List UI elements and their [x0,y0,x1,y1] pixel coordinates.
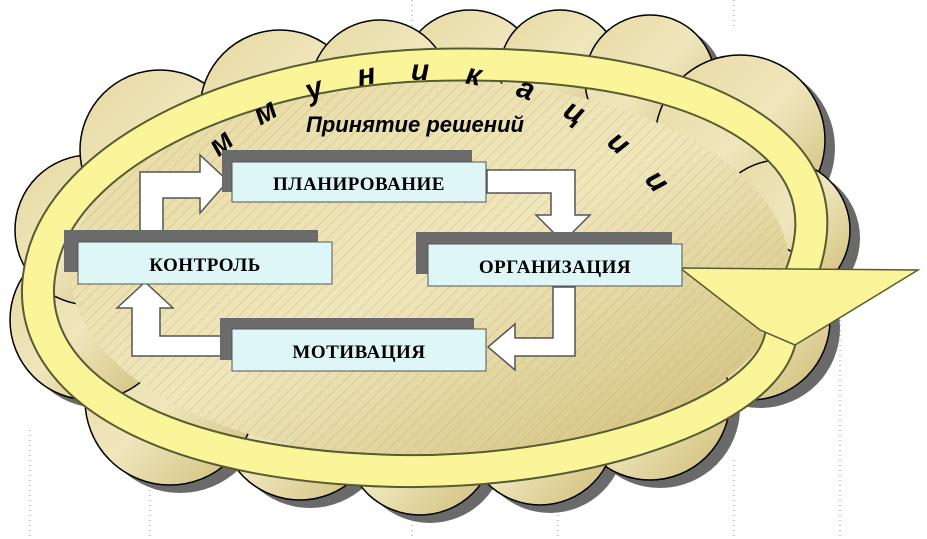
box-control-label: КОНТРОЛЬ [149,255,261,276]
box-organization: ОРГАНИЗАЦИЯ [416,232,683,287]
communication-ring [21,47,921,489]
box-motivation: МОТИВАЦИЯ [220,318,487,372]
arrow-control-to-planning [139,153,230,243]
guide-lines [29,0,841,539]
ring-arrowhead [677,267,921,346]
outer-label-letter: н [354,57,378,93]
arrow-organization-to-motivation [486,286,576,372]
outer-label-letter: и [411,54,429,87]
box-motivation-label: МОТИВАЦИЯ [292,342,425,363]
arrow-motivation-to-control [115,280,231,357]
arrow-planning-to-organization [486,169,592,244]
cycle-arrows [115,153,592,372]
center-label: Принятие решений [306,112,524,137]
box-control: КОНТРОЛЬ [64,230,333,285]
box-planning-label: ПЛАНИРОВАНИЕ [273,174,445,195]
box-organization-label: ОРГАНИЗАЦИЯ [479,257,631,278]
box-planning: ПЛАНИРОВАНИЕ [222,150,487,203]
